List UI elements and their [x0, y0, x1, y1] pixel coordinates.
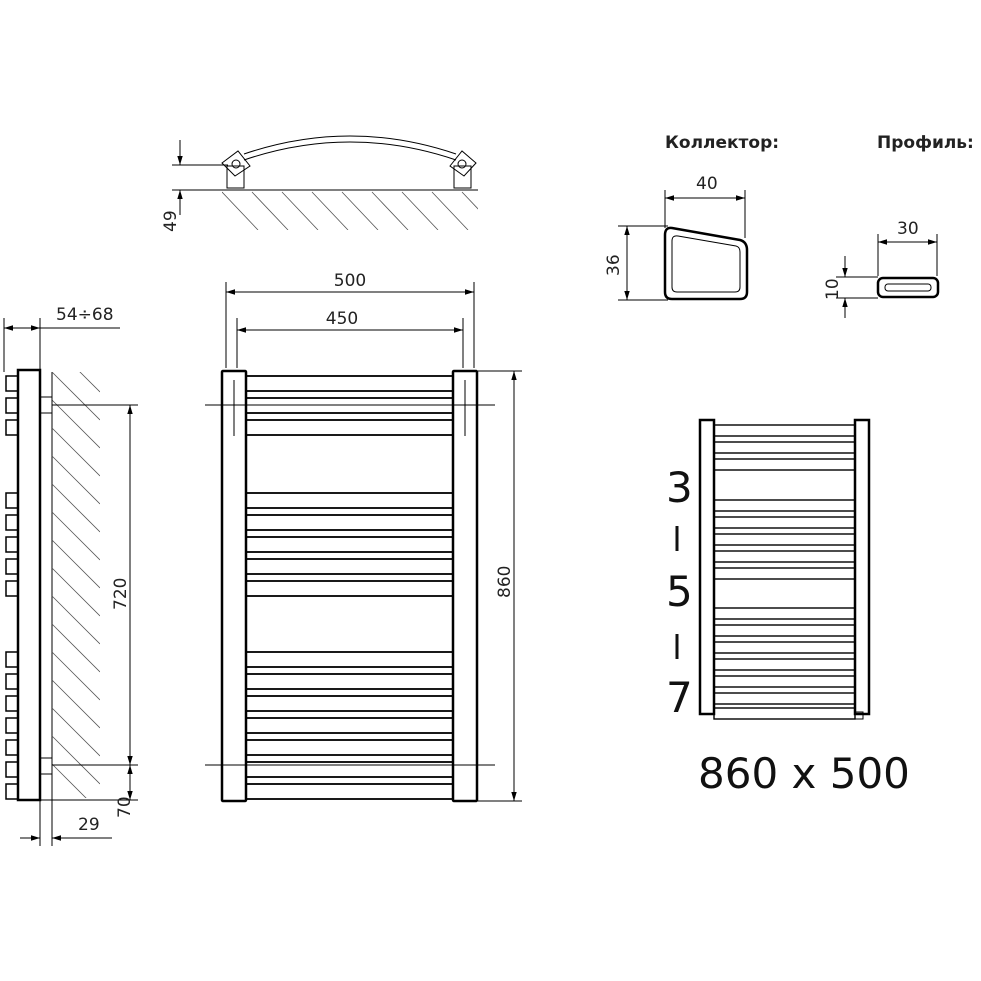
scheme-rung — [713, 641, 856, 654]
radiator-rung — [245, 739, 454, 756]
side-rung-stub — [5, 739, 19, 756]
section-group-7: 7 — [666, 673, 693, 722]
dim-total-width: 500 — [334, 271, 366, 291]
radiator-rung — [245, 761, 454, 778]
side-rung-stub — [5, 695, 19, 712]
scheme-rung — [713, 624, 856, 637]
dim-collector-height: 36 — [604, 254, 624, 276]
dim-top-offset: 49 — [161, 210, 181, 232]
side-rung-stub — [5, 375, 19, 392]
radiator-rung — [245, 695, 454, 712]
side-rung-stub — [5, 673, 19, 690]
radiator-rung — [245, 514, 454, 531]
scheme-rung — [713, 499, 856, 512]
collector-section: Коллектор: 40 36 — [604, 133, 779, 301]
collector-heading: Коллектор: — [665, 133, 779, 153]
dim-bottom-offset: 70 — [115, 796, 135, 818]
scheme-rung — [713, 658, 856, 671]
radiator-rung — [245, 651, 454, 668]
front-view: 500 450 860 — [205, 271, 522, 803]
side-bracket-top — [39, 396, 53, 414]
scheme-rung — [713, 675, 856, 688]
dim-base-depth: 29 — [78, 815, 100, 835]
dim-side-depth: 54÷68 — [56, 305, 114, 325]
dim-total-height: 860 — [495, 566, 515, 598]
radiator-rung — [245, 536, 454, 553]
scheme-rung — [713, 707, 856, 720]
side-rung-stub — [5, 783, 19, 800]
side-rung-stub — [5, 536, 19, 553]
radiator-rung — [245, 717, 454, 734]
dim-axis-width: 450 — [326, 309, 358, 329]
side-rung-stubs — [5, 375, 19, 800]
side-rung-stub — [5, 492, 19, 509]
dim-collector-width: 40 — [696, 174, 718, 194]
section-scheme: 3 5 7 860 x 500 — [666, 418, 910, 798]
scheme-rung — [713, 607, 856, 620]
side-rung-stub — [5, 514, 19, 531]
profile-outer — [876, 276, 940, 299]
dim-profile-width: 30 — [897, 219, 919, 239]
radiator-rung — [245, 580, 454, 597]
section-group-5: 5 — [666, 567, 693, 616]
size-label: 860 x 500 — [698, 749, 910, 798]
scheme-rung — [713, 458, 856, 471]
side-rung-stub — [5, 651, 19, 668]
scheme-rung — [713, 550, 856, 563]
side-bracket-bottom — [39, 757, 53, 775]
wall-hatching-top — [222, 191, 478, 230]
wall-hatching-side — [51, 372, 100, 798]
side-rung-stub — [5, 419, 19, 436]
radiator-rung — [245, 783, 454, 800]
scheme-rung — [713, 567, 856, 580]
side-rung-stub — [5, 580, 19, 597]
dim-axis-height: 720 — [111, 578, 131, 610]
radiator-rungs — [245, 375, 454, 800]
radiator-rung — [245, 419, 454, 436]
section-group-3: 3 — [666, 463, 693, 512]
side-collector — [16, 368, 42, 802]
side-rung-stub — [5, 558, 19, 575]
scheme-right-collector — [853, 418, 871, 716]
radiator-rung — [245, 375, 454, 392]
radiator-rung — [245, 673, 454, 690]
dim-profile-height: 10 — [823, 278, 843, 300]
scheme-rungs — [713, 424, 856, 720]
top-view: 49 — [161, 135, 478, 232]
scheme-rung — [713, 692, 856, 705]
collector-profile-outer — [663, 226, 749, 301]
scheme-rung — [713, 424, 856, 437]
profile-section: Профиль: 30 10 — [823, 133, 974, 318]
scheme-left-collector — [698, 418, 716, 716]
scheme-rung — [713, 533, 856, 546]
scheme-rung — [713, 516, 856, 529]
side-rung-stub — [5, 397, 19, 414]
side-rung-stub — [5, 717, 19, 734]
side-view: 54÷68 7 — [3, 305, 138, 846]
profile-inner — [884, 283, 932, 292]
radiator-rung — [245, 558, 454, 575]
side-rung-stub — [5, 761, 19, 778]
radiator-rung — [245, 492, 454, 509]
scheme-rung — [713, 441, 856, 454]
profile-heading: Профиль: — [877, 133, 974, 153]
collector-profile-inner — [671, 235, 741, 293]
